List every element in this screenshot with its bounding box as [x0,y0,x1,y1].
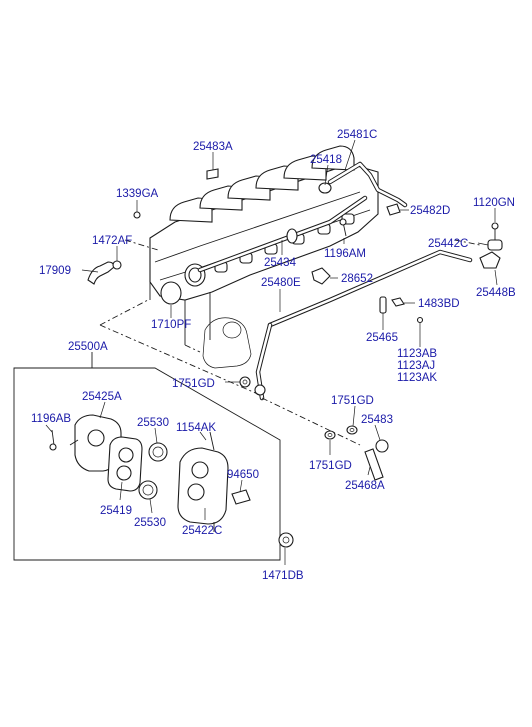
plug-1471DB [278,532,294,548]
label-1339GA: 1339GA [116,188,159,200]
washer-1751GD-b [346,425,358,435]
label-25448B: 25448B [476,287,516,299]
pipe-25480E [254,249,473,401]
label-1751GD-c: 1751GD [309,460,352,472]
label-25442C: 25442C [428,238,468,250]
leader-lines [45,139,498,565]
thermostat-25530-a [148,442,168,462]
label-94650: 94650 [227,469,259,481]
assembly-box-25500A [13,367,281,561]
housing-sketch [202,317,252,369]
clip-1483BD [391,297,405,307]
bolt-1154AK [209,431,215,451]
fitting-25442C [487,222,503,251]
label-1196AB: 1196AB [31,413,71,425]
water-rail-pipe [197,182,368,273]
bypass-pipe-25481C [327,161,408,208]
label-25468A: 25468A [345,480,385,492]
label-28652: 28652 [341,273,373,285]
clamp-1472AF [112,260,122,270]
fitting-25448B [479,251,501,269]
label-25500A: 25500A [68,341,108,353]
bolt-25468A [364,439,389,481]
bolt-1123AB [416,316,424,324]
bolt-1339GA [133,211,141,219]
gasket-25419 [107,436,143,492]
label-25419: 25419 [100,505,132,517]
label-1751GD-b: 1751GD [331,395,374,407]
washer-1751GD-a [239,376,251,388]
label-25425A: 25425A [82,391,122,403]
label-1483BD: 1483BD [418,298,460,310]
bolt-1196AB [49,429,57,451]
bracket-28652 [311,267,331,285]
sensor-94650 [231,489,251,505]
label-25481C: 25481C [337,129,377,141]
label-25530-a: 25530 [137,417,169,429]
washer-1751GD-c [324,430,336,440]
bracket-25465 [379,296,387,314]
label-1123AB: 1123AB [397,348,437,360]
clip-25483A [206,168,219,180]
label-25482D: 25482D [410,205,450,217]
label-25530-b: 25530 [134,517,166,529]
label-25465: 25465 [366,332,398,344]
hose-17909 [87,261,115,285]
clip-25482D [386,203,401,216]
label-1710PF: 1710PF [151,319,191,331]
label-1751GD-a: 1751GD [172,378,215,390]
bolt-1196AM [339,218,347,237]
thermostat-25530-b [138,480,158,500]
label-25483: 25483 [361,414,393,426]
part-labels: 25481C 25483A 25418 1339GA 25482D 1120GN… [31,129,516,582]
label-25422C: 25422C [182,525,222,537]
label-25418: 25418 [310,154,342,166]
label-25434: 25434 [264,257,297,269]
gasket-1710PF [160,281,182,305]
label-1123AJ: 1123AJ [397,360,435,372]
label-1123AK: 1123AK [397,372,437,384]
label-1472AF: 1472AF [92,235,132,247]
label-1471DB: 1471DB [262,570,304,582]
label-17909: 17909 [39,265,71,277]
housing-25422C [177,447,229,532]
label-1196AM: 1196AM [324,248,366,260]
label-1154AK: 1154AK [176,422,216,434]
label-25483A: 25483A [193,141,233,153]
label-25480E: 25480E [261,277,301,289]
label-1120GN: 1120GN [473,197,515,209]
